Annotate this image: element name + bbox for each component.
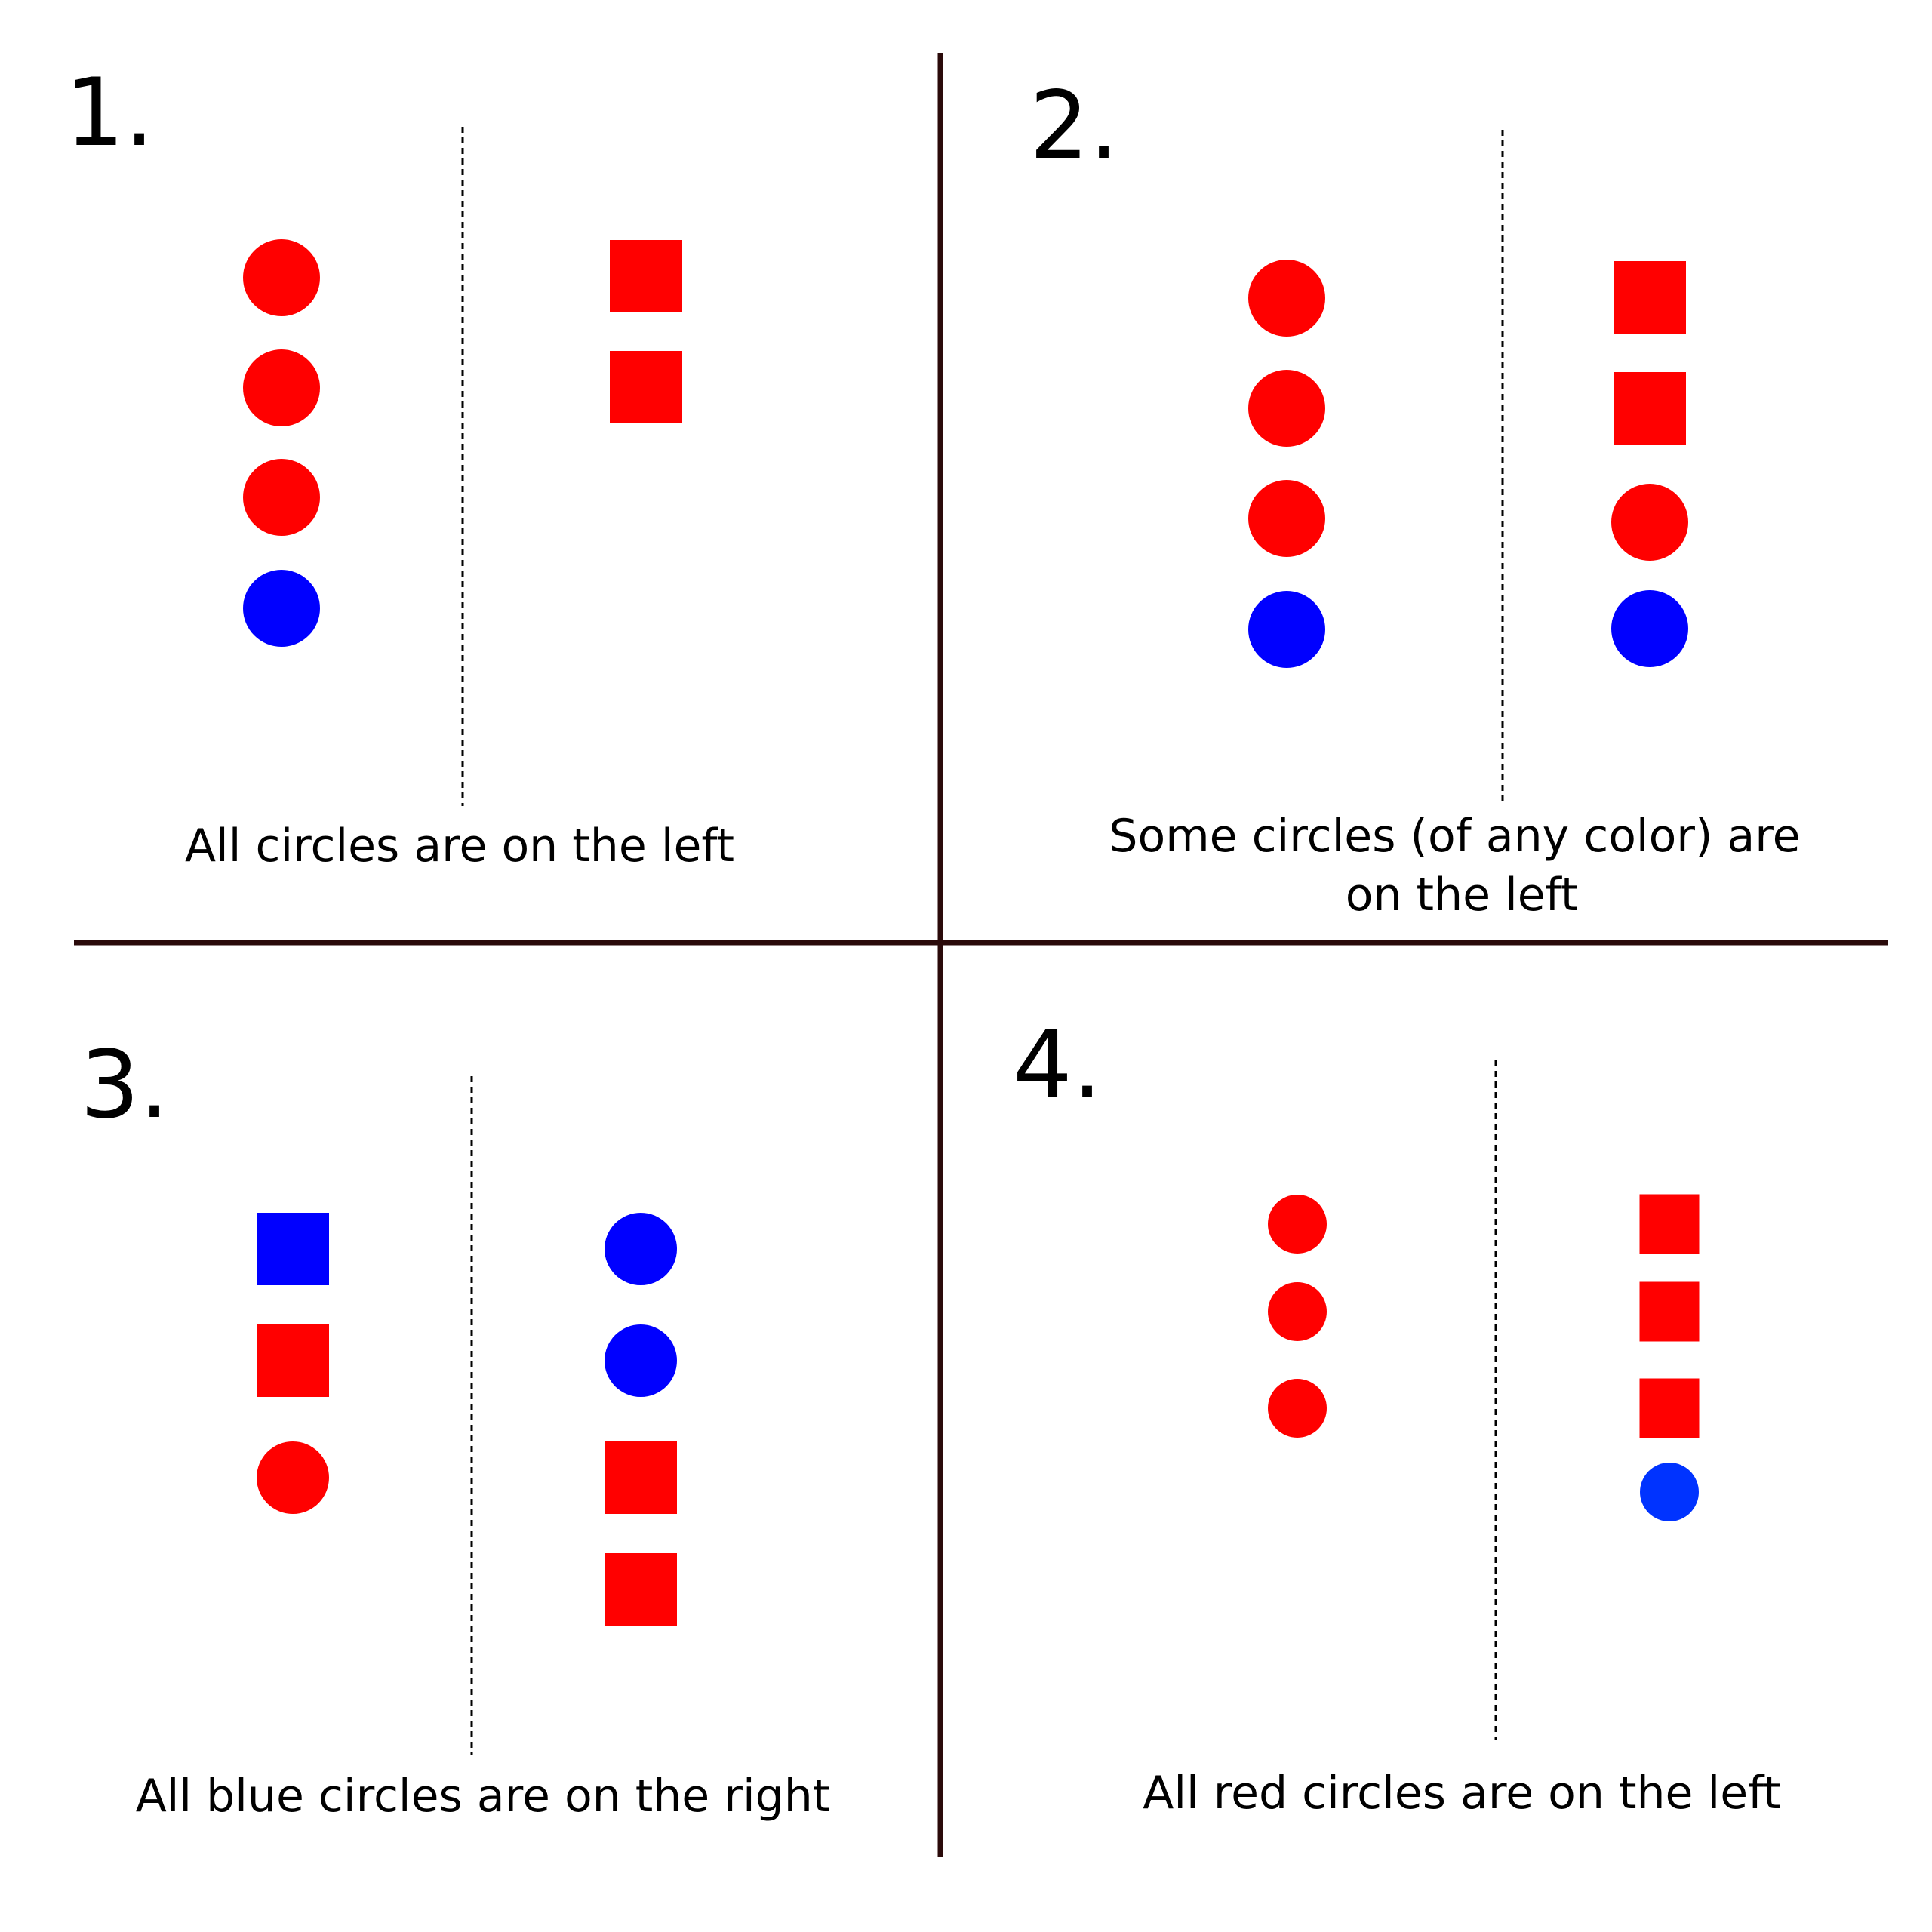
panel-3-right-red-square-4: [605, 1553, 677, 1626]
panel-3: 3. All blue circles are on the right: [80, 1031, 830, 1823]
panel-1-caption: All circles are on the left: [185, 820, 734, 872]
panel-2: 2. Some circles (of any color) are on th…: [1029, 72, 1814, 921]
panel-2-right-red-circle-3: [1611, 484, 1688, 561]
panel-3-right-blue-circle-2: [605, 1324, 677, 1397]
panel-3-number: 3.: [80, 1031, 169, 1140]
panel-1-caption-line-1: All circles are on the left: [185, 820, 734, 872]
panel-1-number: 1.: [65, 59, 154, 168]
panel-4-left-red-circle-3: [1268, 1379, 1327, 1438]
panel-4-number: 4.: [1013, 1011, 1102, 1120]
panel-4-right-light_blue-circle-4: [1640, 1463, 1699, 1521]
panel-2-caption-line-1: Some circles (of any color) are: [1109, 810, 1800, 863]
panel-4-caption: All red circles are on the left: [1143, 1767, 1780, 1820]
panel-3-left-red-square-2: [257, 1324, 329, 1397]
panel-3-right-red-square-3: [605, 1441, 677, 1514]
panel-2-left-blue-circle-4: [1248, 591, 1325, 668]
panel-3-caption: All blue circles are on the right: [136, 1770, 831, 1823]
panel-4-shapes: [1268, 1194, 1700, 1521]
panel-2-shapes: [1248, 260, 1688, 668]
panel-1: 1. All circles are on the left: [65, 59, 734, 872]
panel-2-left-red-circle-3: [1248, 480, 1325, 557]
panel-1-shapes: [243, 239, 682, 647]
panel-1-right-red-square-1: [610, 240, 682, 312]
panel-4-left-red-circle-2: [1268, 1282, 1327, 1341]
panel-3-shapes: [257, 1213, 677, 1626]
panel-4-right-red-square-2: [1639, 1281, 1700, 1342]
panel-1-right-red-square-2: [610, 351, 682, 423]
panel-3-caption-line-1: All blue circles are on the right: [136, 1770, 831, 1823]
panel-1-left-blue-circle-4: [243, 570, 320, 647]
panel-2-left-red-circle-1: [1248, 260, 1325, 337]
panel-2-left-red-circle-2: [1248, 370, 1325, 447]
panel-1-left-red-circle-2: [243, 349, 320, 426]
panel-4-right-red-square-3: [1639, 1378, 1700, 1438]
panel-4-caption-line-1: All red circles are on the left: [1143, 1767, 1780, 1820]
panel-3-left-blue-square-1: [257, 1213, 329, 1285]
panel-2-number: 2.: [1029, 72, 1118, 180]
panel-3-left-red-circle-3: [257, 1441, 329, 1514]
panel-2-caption: Some circles (of any color) are on the l…: [1109, 810, 1814, 921]
panel-4-left-red-circle-1: [1268, 1195, 1327, 1254]
panel-4-right-red-square-1: [1639, 1194, 1700, 1254]
panel-3-right-blue-circle-1: [605, 1213, 677, 1285]
panel-2-right-blue-circle-4: [1611, 590, 1688, 667]
panel-2-right-red-square-1: [1614, 261, 1686, 334]
panel-4: 4. All red circles are on the left: [1013, 1011, 1781, 1820]
panel-2-caption-line-2: on the left: [1346, 869, 1579, 921]
panel-2-right-red-square-2: [1614, 372, 1686, 445]
panel-1-left-red-circle-1: [243, 239, 320, 316]
panel-1-left-red-circle-3: [243, 459, 320, 536]
